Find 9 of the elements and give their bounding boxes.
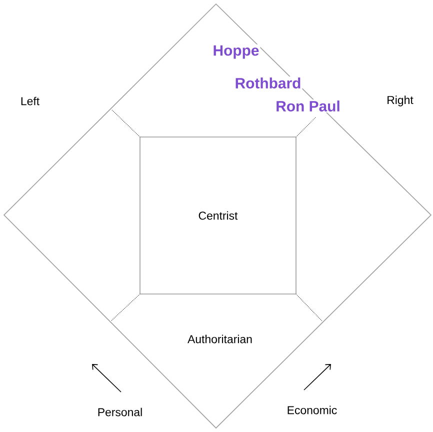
- name-label: Hoppe: [212, 44, 260, 60]
- axis-label: Left: [21, 96, 40, 106]
- region-label: Authoritarian: [188, 334, 252, 344]
- axis-label: Economic: [288, 406, 337, 414]
- name-label: Ron Paul: [274, 100, 342, 112]
- axis-label: Right: [388, 96, 414, 106]
- axis-label: Personal: [98, 408, 142, 416]
- name-label: Rothbard: [234, 76, 302, 90]
- centrist-square: Centrist: [140, 136, 296, 294]
